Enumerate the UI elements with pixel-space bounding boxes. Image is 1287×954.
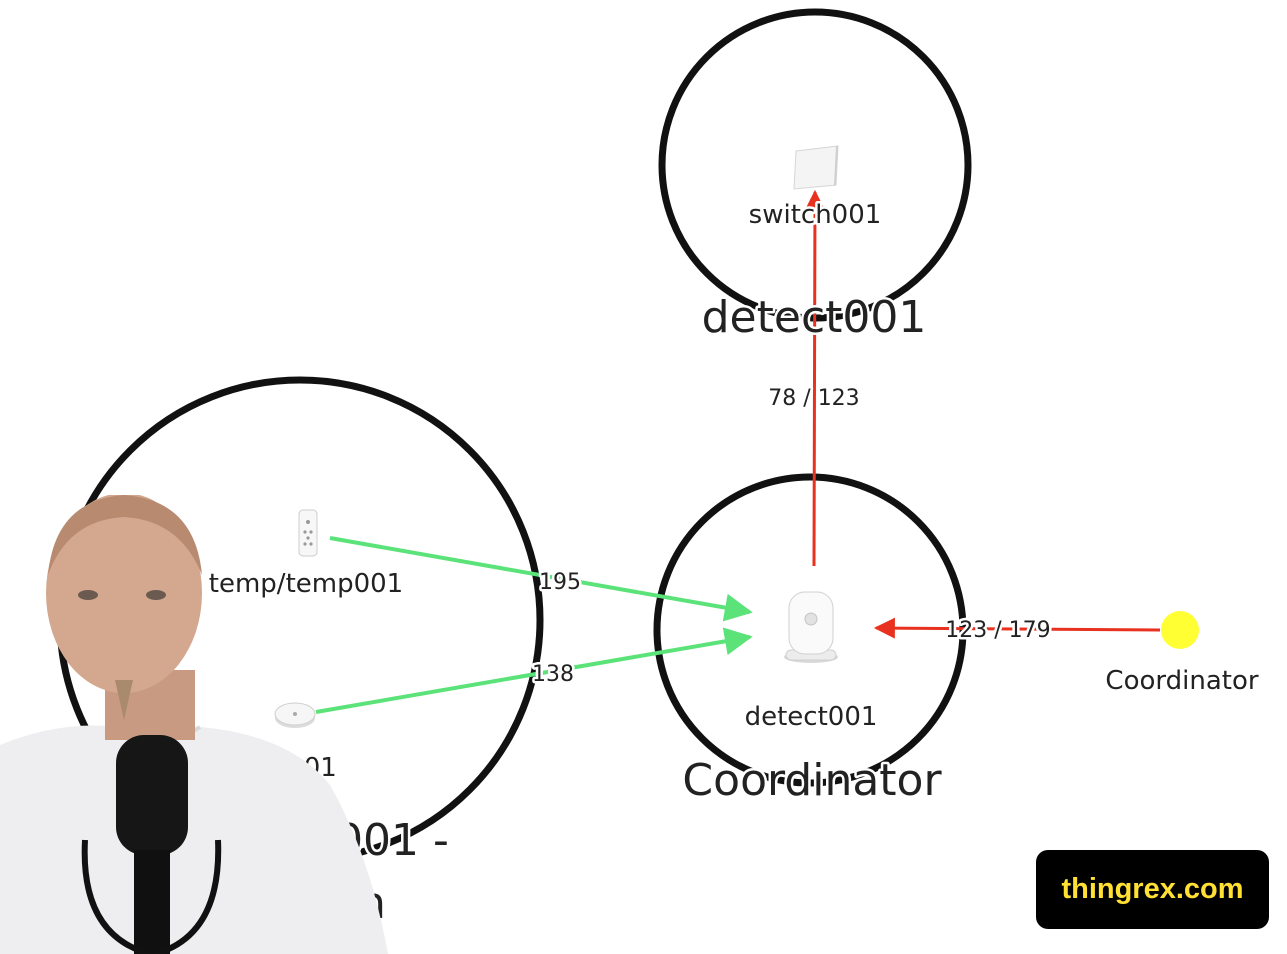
brand-text: thingrex.com [1061,873,1244,905]
presenter-webcam-overlay [0,495,388,954]
edge-temp-to-detect [329,536,753,622]
group-label-center: Coordinator [682,755,942,806]
edge-label-smoke-to-detect: 138 [532,662,574,687]
edge-label-temp-to-detect: 195 [539,570,581,595]
edge-detect-to-switch [804,189,826,567]
edge-coordinator-to-detect [873,617,1161,639]
presenter-person [0,495,388,954]
edge-smoke-to-detect [315,627,753,714]
brand-badge[interactable]: thingrex.com [1036,850,1269,929]
microphone-icon [81,735,222,954]
coordinator-node-label: Coordinator [1105,666,1258,696]
coordinator-dot-icon[interactable] [1161,611,1199,649]
edge-label-detect-to-switch: 78 / 123 [768,386,859,411]
temperature-sensor-icon[interactable] [298,509,318,557]
edge-label-coordinator-to-detect: 123 / 179 [945,618,1050,643]
wall-switch-icon[interactable] [793,145,839,190]
temp-node-label: temp/temp001 [209,569,403,599]
switch-node-label: switch001 [749,200,882,230]
round-sensor-icon[interactable] [274,702,316,728]
group-label-top: detect001 [702,292,927,343]
presence-detector-icon[interactable] [784,591,838,663]
detect-node-label: detect001 [745,702,878,732]
